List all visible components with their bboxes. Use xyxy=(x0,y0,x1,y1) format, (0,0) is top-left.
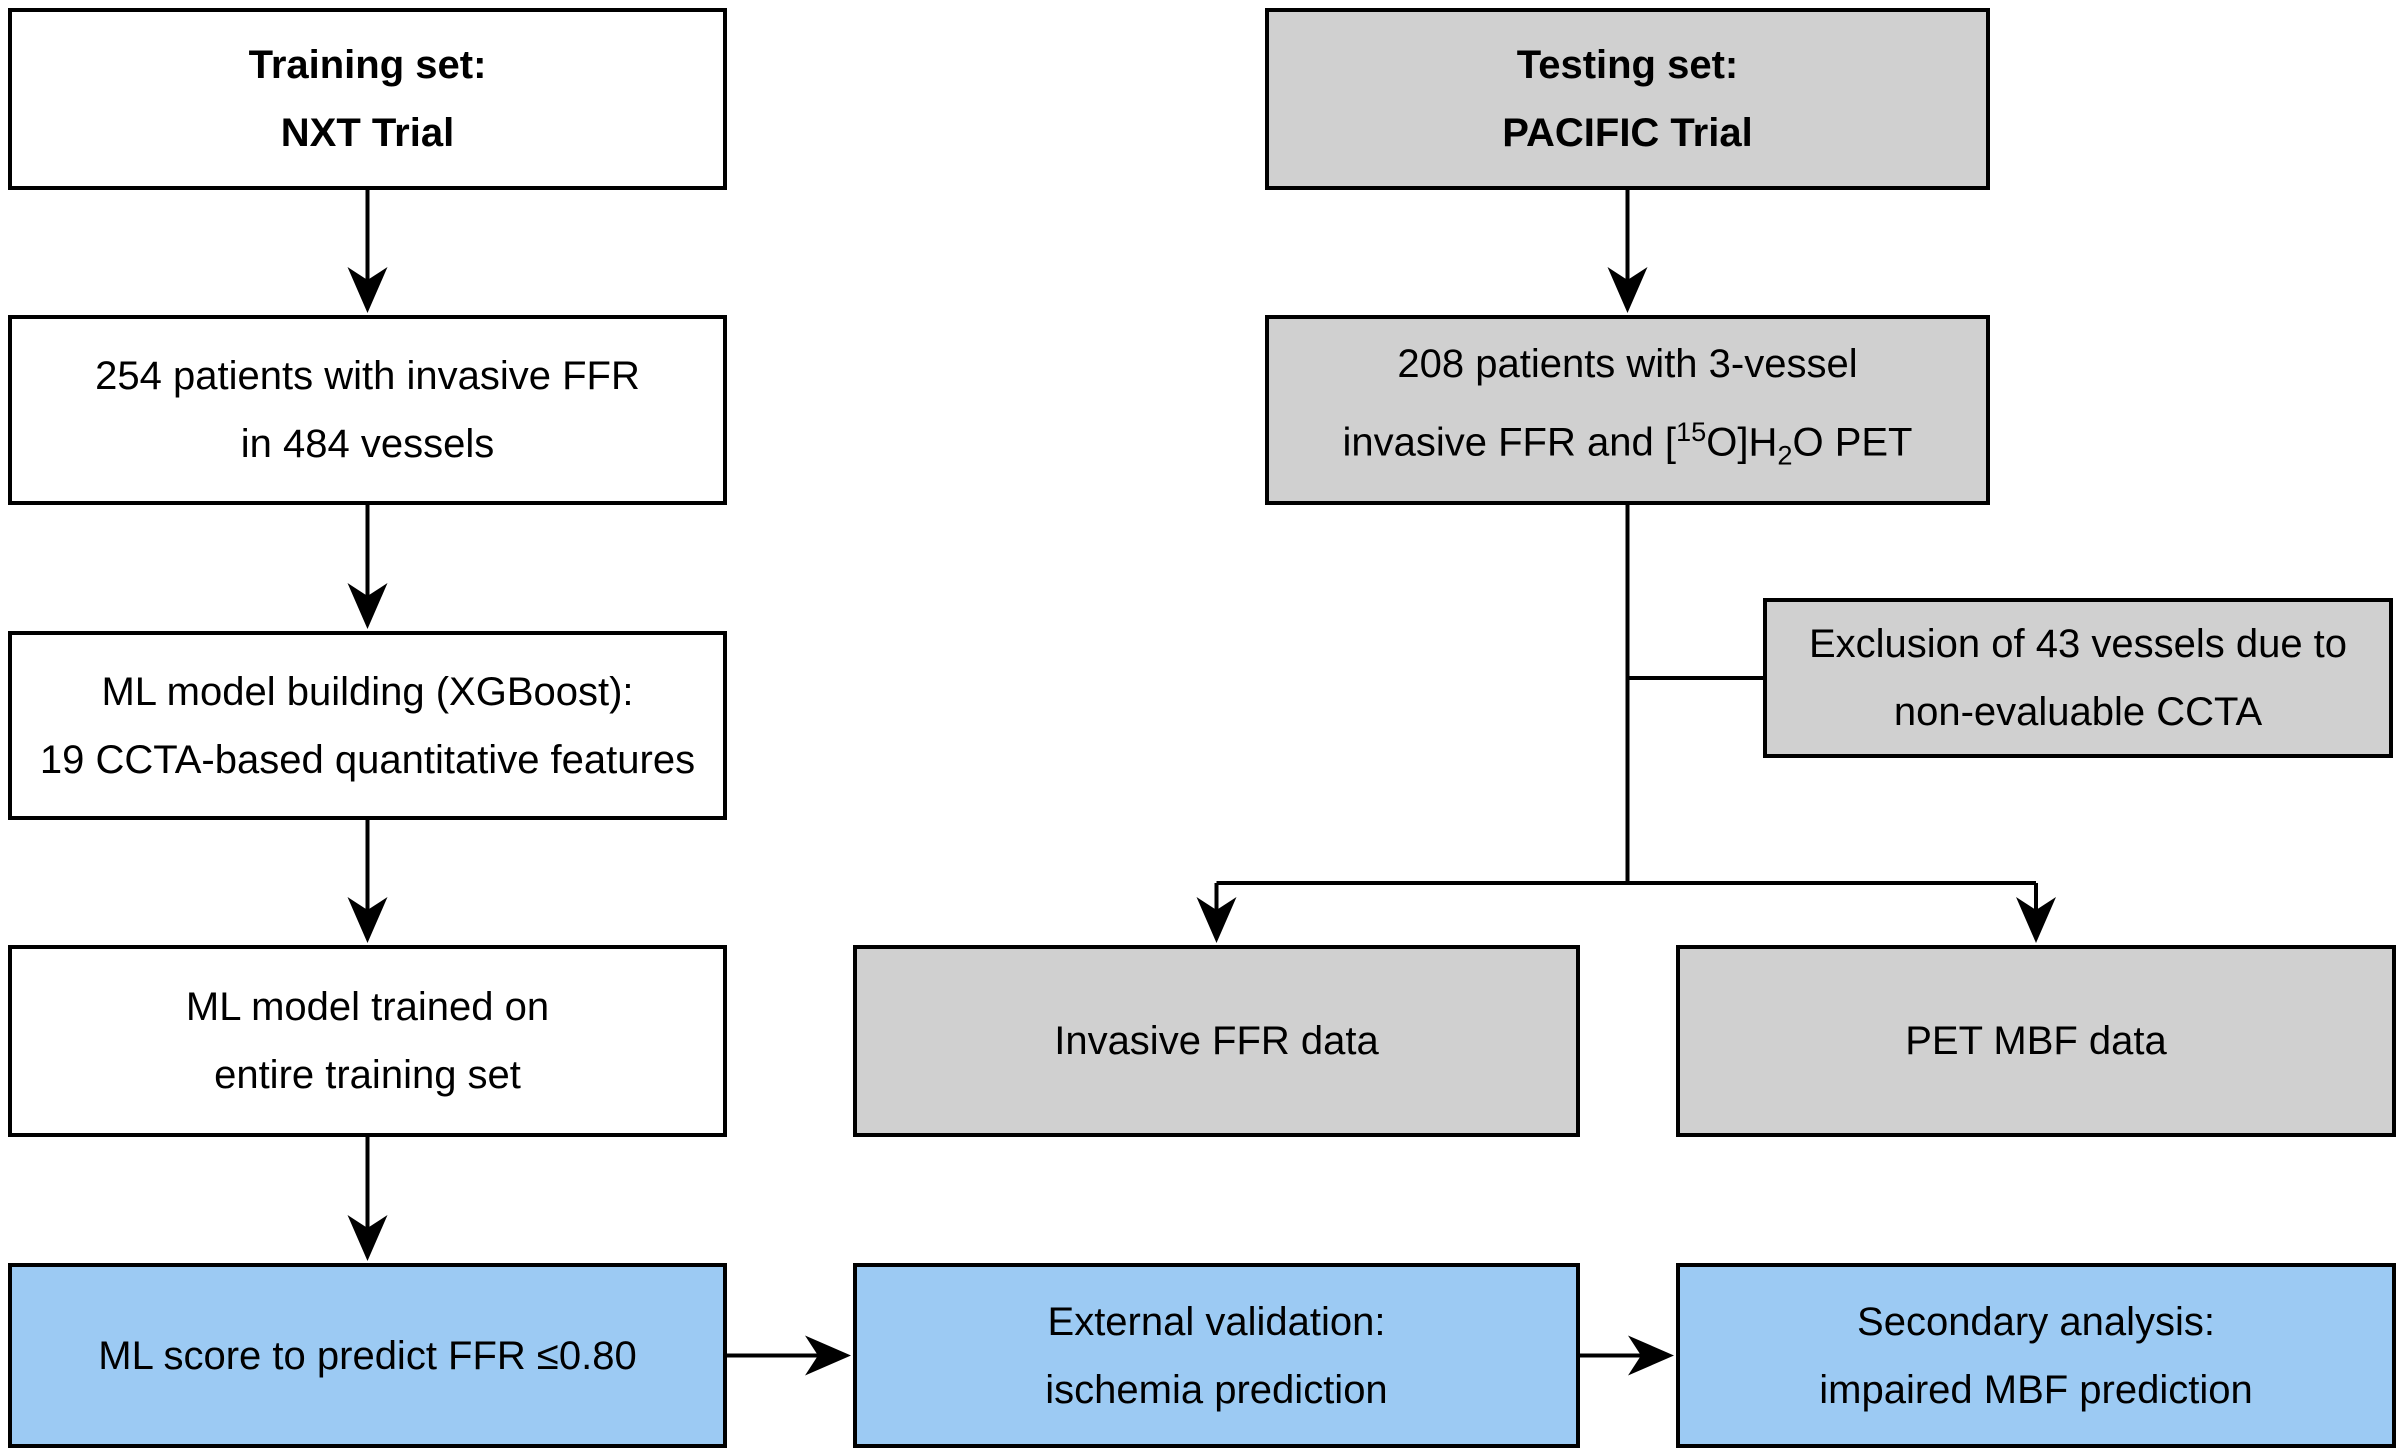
arrow-score-to-validation xyxy=(727,1335,851,1376)
box-text-line: Testing set: xyxy=(1516,43,1739,87)
secondary-analysis-box: Secondary analysis: impaired MBF predict… xyxy=(1676,1263,2396,1448)
box-text-line: non-evaluable CCTA xyxy=(1893,690,2263,734)
testing-set-header-box: Testing set: PACIFIC Trial xyxy=(1265,8,1990,190)
ml-model-trained-box: ML model trained on entire training set xyxy=(8,945,727,1137)
box-text-line: Training set: xyxy=(248,43,487,87)
external-validation-box: External validation: ischemia prediction xyxy=(853,1263,1580,1448)
text-segment: invasive FFR and [ xyxy=(1342,420,1676,465)
arrow-validation-to-secondary xyxy=(1580,1335,1674,1376)
box-text-line: ML model trained on xyxy=(185,985,550,1029)
arrow-trained-to-score xyxy=(347,1137,388,1261)
ml-score-box: ML score to predict FFR ≤0.80 xyxy=(8,1263,727,1448)
arrow-patients-to-model-building xyxy=(347,505,388,629)
training-set-header-box: Training set: NXT Trial xyxy=(8,8,727,190)
pet-mbf-data-box: PET MBF data xyxy=(1676,945,2396,1137)
subscript-2: 2 xyxy=(1777,439,1793,471)
box-text-line: NXT Trial xyxy=(280,111,455,155)
box-text-line: entire training set xyxy=(214,1053,521,1097)
text-segment: O PET xyxy=(1792,420,1913,465)
arrow-split-to-ffr-data xyxy=(1196,883,1237,943)
arrow-model-building-to-trained xyxy=(347,820,388,943)
box-text-line: Secondary analysis: xyxy=(1857,1299,2215,1344)
box-text-line: Invasive FFR data xyxy=(1054,1019,1379,1063)
ml-model-building-box: ML model building (XGBoost): 19 CCTA-bas… xyxy=(8,631,727,820)
box-text-line: invasive FFR and [15O]H2O PET xyxy=(1343,398,1913,489)
superscript-15: 15 xyxy=(1675,416,1707,448)
testing-patients-box: 208 patients with 3-vessel invasive FFR … xyxy=(1265,315,1990,505)
box-text-line: ML model building (XGBoost): xyxy=(101,669,634,714)
arrow-split-to-pet-data xyxy=(2016,883,2056,943)
box-text-line: in 484 vessels xyxy=(240,422,495,466)
invasive-ffr-data-box: Invasive FFR data xyxy=(853,945,1580,1137)
box-text-line: PACIFIC Trial xyxy=(1502,111,1753,155)
arrow-training-header-to-patients xyxy=(347,190,388,313)
box-text-line: ischemia prediction xyxy=(1045,1367,1388,1412)
box-text-line: PET MBF data xyxy=(1905,1019,2167,1063)
box-text-line: External validation: xyxy=(1047,1299,1386,1344)
arrow-testing-header-to-patients xyxy=(1607,190,1648,313)
box-text-line: Exclusion of 43 vessels due to xyxy=(1808,622,2348,666)
training-patients-box: 254 patients with invasive FFR in 484 ve… xyxy=(8,315,727,505)
text-segment: O]H xyxy=(1706,420,1778,465)
box-text-line: 19 CCTA-based quantitative features xyxy=(39,737,696,782)
box-text-line: 254 patients with invasive FFR xyxy=(95,354,640,398)
box-text-line: ML score to predict FFR ≤0.80 xyxy=(98,1333,637,1378)
exclusion-box: Exclusion of 43 vessels due to non-evalu… xyxy=(1763,598,2393,758)
box-text-line: impaired MBF prediction xyxy=(1819,1367,2253,1412)
box-text-line: 208 patients with 3-vessel xyxy=(1397,342,1858,387)
